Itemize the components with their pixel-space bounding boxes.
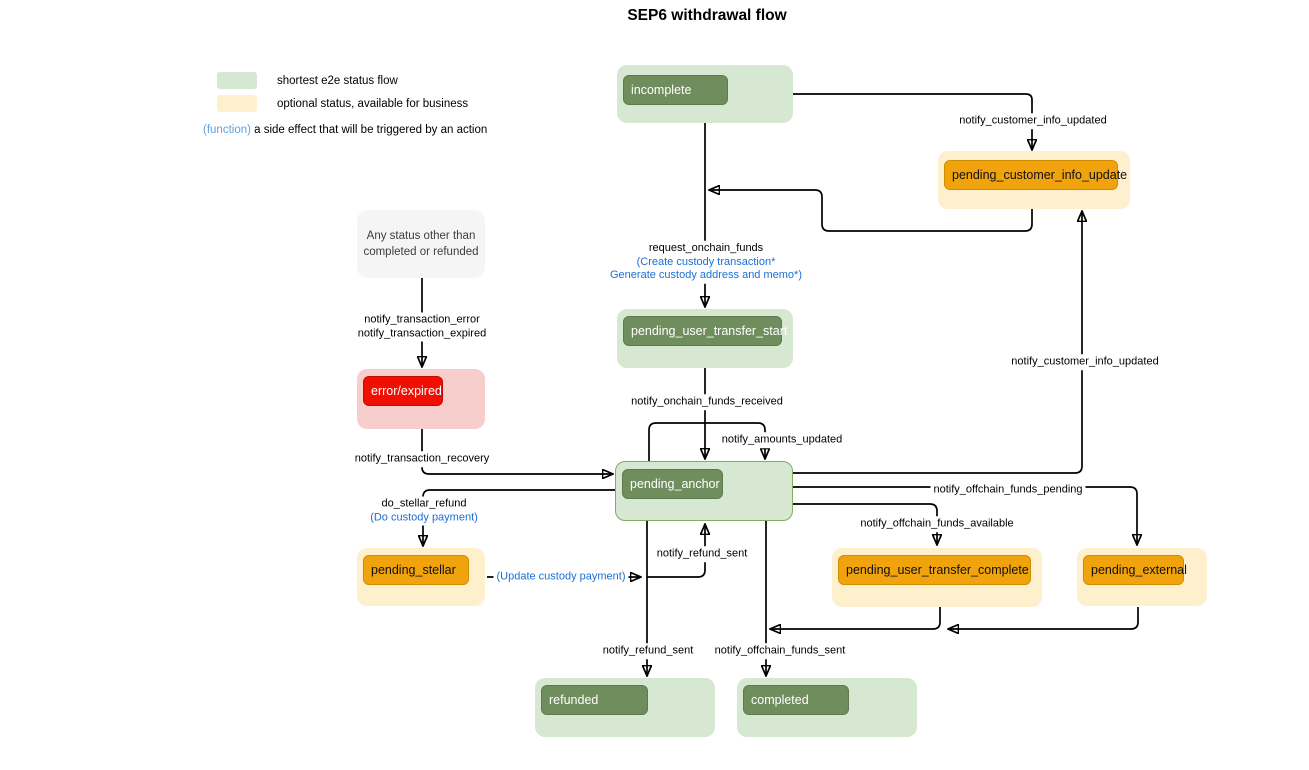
node-incomplete-badge: incomplete xyxy=(623,75,728,105)
edge-label-notify-transaction-error-expired: notify_transaction_error notify_transact… xyxy=(354,312,490,342)
node-pending-user-transfer-complete-badge: pending_user_transfer_complete xyxy=(838,555,1031,585)
edge-label-request-onchain-funds: request_onchain_funds (Create custody tr… xyxy=(607,240,805,284)
edge-error-expired-to-pending-anchor xyxy=(421,429,613,474)
legend-label-side-effect: (function) a side effect that will be tr… xyxy=(203,124,487,136)
edge-pending-anchor-to-pending-user-transfer-complete xyxy=(793,503,937,545)
edge-label-notify-transaction-recovery: notify_transaction_recovery xyxy=(351,451,493,467)
edge-label-notify-customer-info-updated-top: notify_customer_info_updated xyxy=(956,113,1110,129)
side-effect-generate-custody-address: Generate custody address and memo*) xyxy=(610,268,802,281)
edge-label-notify-refund-sent-loop: notify_refund_sent xyxy=(653,546,751,562)
node-pending-external: pending_external xyxy=(1077,548,1207,606)
node-completed: completed xyxy=(737,678,917,737)
legend-label-shortest-flow: shortest e2e status flow xyxy=(277,75,398,87)
node-pending-user-transfer-complete: pending_user_transfer_complete xyxy=(832,548,1042,607)
node-any-status-note: Any status other than completed or refun… xyxy=(357,210,485,278)
node-refunded: refunded xyxy=(535,678,715,737)
side-effect-do-custody-payment: (Do custody payment) xyxy=(370,511,478,523)
node-pending-stellar-badge: pending_stellar xyxy=(363,555,469,585)
node-incomplete: incomplete xyxy=(617,65,793,123)
any-status-line1: Any status other than xyxy=(366,230,476,242)
node-error-expired-label: error/expired xyxy=(371,384,442,398)
node-pending-stellar: pending_stellar xyxy=(357,548,485,606)
node-refunded-label: refunded xyxy=(549,693,599,707)
node-incomplete-label: incomplete xyxy=(631,83,692,97)
edge-incomplete-to-pending-customer-info-update xyxy=(793,93,1032,150)
edge-pending-external-merge xyxy=(948,607,1139,629)
node-pending-anchor-badge: pending_anchor xyxy=(622,469,723,499)
any-status-line2: completed or refunded xyxy=(363,246,479,258)
side-effect-create-custody-transaction: (Create custody transaction* xyxy=(636,255,776,268)
edge-pending-anchor-to-pending-customer-info-update xyxy=(793,211,1082,474)
node-pending-external-label: pending_external xyxy=(1091,563,1187,577)
node-pending-stellar-label: pending_stellar xyxy=(371,563,456,577)
node-error-expired: error/expired xyxy=(357,369,485,429)
edge-pending-anchor-self-loop xyxy=(648,422,765,461)
node-pending-customer-info-update-label: pending_customer_info_update xyxy=(952,168,1128,182)
node-pending-anchor: pending_anchor xyxy=(615,461,793,521)
edge-label-notify-customer-info-updated-right: notify_customer_info_updated xyxy=(1008,354,1162,370)
edge-label-update-custody-payment: (Update custody payment) xyxy=(493,569,629,585)
legend-swatch-optional-status xyxy=(217,95,257,112)
node-pending-user-transfer-complete-label: pending_user_transfer_complete xyxy=(846,563,1029,577)
node-pending-anchor-label: pending_anchor xyxy=(630,477,720,491)
edge-label-notify-offchain-funds-available: notify_offchain_funds_available xyxy=(857,516,1017,532)
node-pending-user-transfer-start-label: pending_user_transfer_start xyxy=(631,324,788,338)
node-completed-badge: completed xyxy=(743,685,849,715)
legend-label-optional-status: optional status, available for business xyxy=(277,98,469,110)
node-refunded-badge: refunded xyxy=(541,685,648,715)
diagram-title: SEP6 withdrawal flow xyxy=(627,7,787,24)
edge-label-notify-onchain-funds-received: notify_onchain_funds_received xyxy=(628,394,786,410)
edge-label-notify-offchain-funds-sent: notify_offchain_funds_sent xyxy=(711,643,849,659)
edge-pending-customer-info-update-return xyxy=(709,190,1033,232)
edge-notify-refund-sent-to-pending-anchor xyxy=(647,524,705,578)
edge-label-notify-amounts-updated: notify_amounts_updated xyxy=(718,432,846,448)
node-completed-label: completed xyxy=(751,693,809,707)
node-pending-external-badge: pending_external xyxy=(1083,555,1187,585)
edge-label-do-stellar-refund: do_stellar_refund (Do custody payment) xyxy=(367,496,481,526)
node-pending-customer-info-update: pending_customer_info_update xyxy=(938,151,1130,209)
edge-pending-anchor-to-pending-external xyxy=(793,486,1137,545)
edge-label-notify-offchain-funds-pending: notify_offchain_funds_pending xyxy=(930,482,1086,498)
node-pending-customer-info-update-badge: pending_customer_info_update xyxy=(944,160,1127,190)
edge-pending-user-transfer-complete-merge xyxy=(770,607,941,629)
legend-function-keyword: (function) xyxy=(203,124,251,136)
legend-swatch-shortest-flow xyxy=(217,72,257,89)
edge-label-notify-refund-sent: notify_refund_sent xyxy=(599,643,697,659)
node-pending-user-transfer-start: pending_user_transfer_start xyxy=(617,309,793,368)
legend-function-description: a side effect that will be triggered by … xyxy=(250,124,488,136)
node-error-expired-badge: error/expired xyxy=(363,376,443,406)
node-pending-user-transfer-start-badge: pending_user_transfer_start xyxy=(623,316,787,346)
